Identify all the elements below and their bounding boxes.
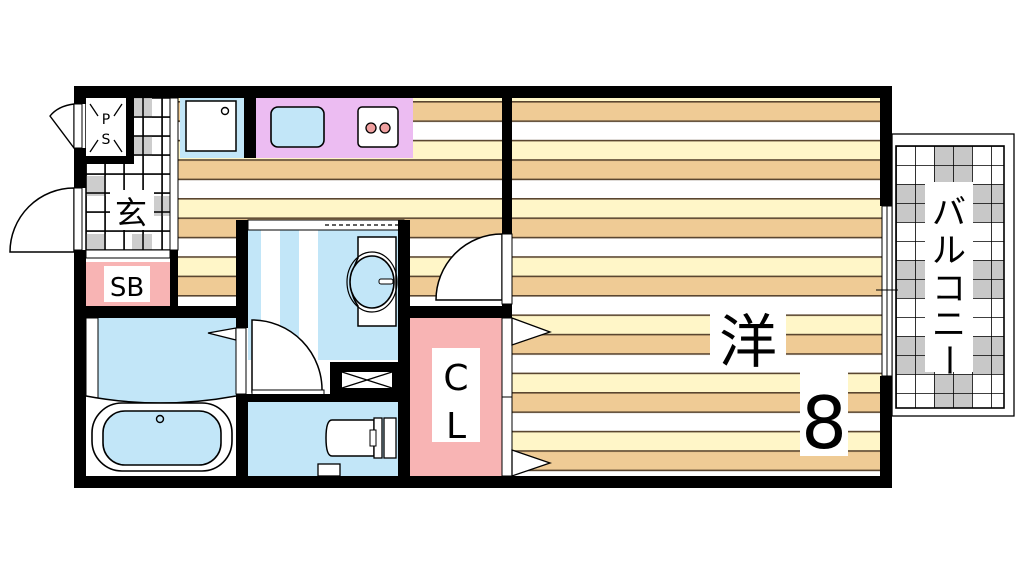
burner-icon (365, 122, 377, 134)
stove (357, 106, 399, 148)
svg-text:バ: バ (932, 193, 966, 233)
bathtub (91, 402, 233, 472)
entrance-label: 玄 (115, 194, 147, 232)
toilet (325, 417, 397, 459)
balcony-label: バ ル コ ニ ー (928, 193, 968, 377)
shoe-box-label: SB (110, 273, 144, 303)
svg-text:ー: ー (928, 343, 968, 377)
closet-label-l: L (446, 406, 466, 447)
ps-door (49, 103, 83, 151)
svg-text:コ: コ (932, 269, 966, 309)
kitchen-sink (270, 106, 325, 148)
western-room-size: 8 (801, 381, 847, 465)
paper-holder (317, 463, 341, 477)
washbasin (346, 236, 398, 327)
closet-label-c: C (443, 358, 468, 399)
walls (74, 86, 892, 488)
closet-door-lower (511, 449, 553, 477)
pipe-space (86, 98, 126, 158)
svg-text:ル: ル (932, 231, 966, 271)
ps-label-p: P (102, 112, 110, 128)
svg-text:ニ: ニ (932, 305, 966, 345)
closet-door-upper (511, 317, 552, 346)
western-room-label: 洋 (719, 308, 777, 376)
refrigerator (185, 100, 237, 152)
entrance-door (9, 187, 83, 253)
balcony (891, 133, 1015, 417)
burner-icon (379, 122, 391, 134)
washing-machine-mark (341, 371, 393, 389)
ps-label-s: S (102, 132, 111, 148)
